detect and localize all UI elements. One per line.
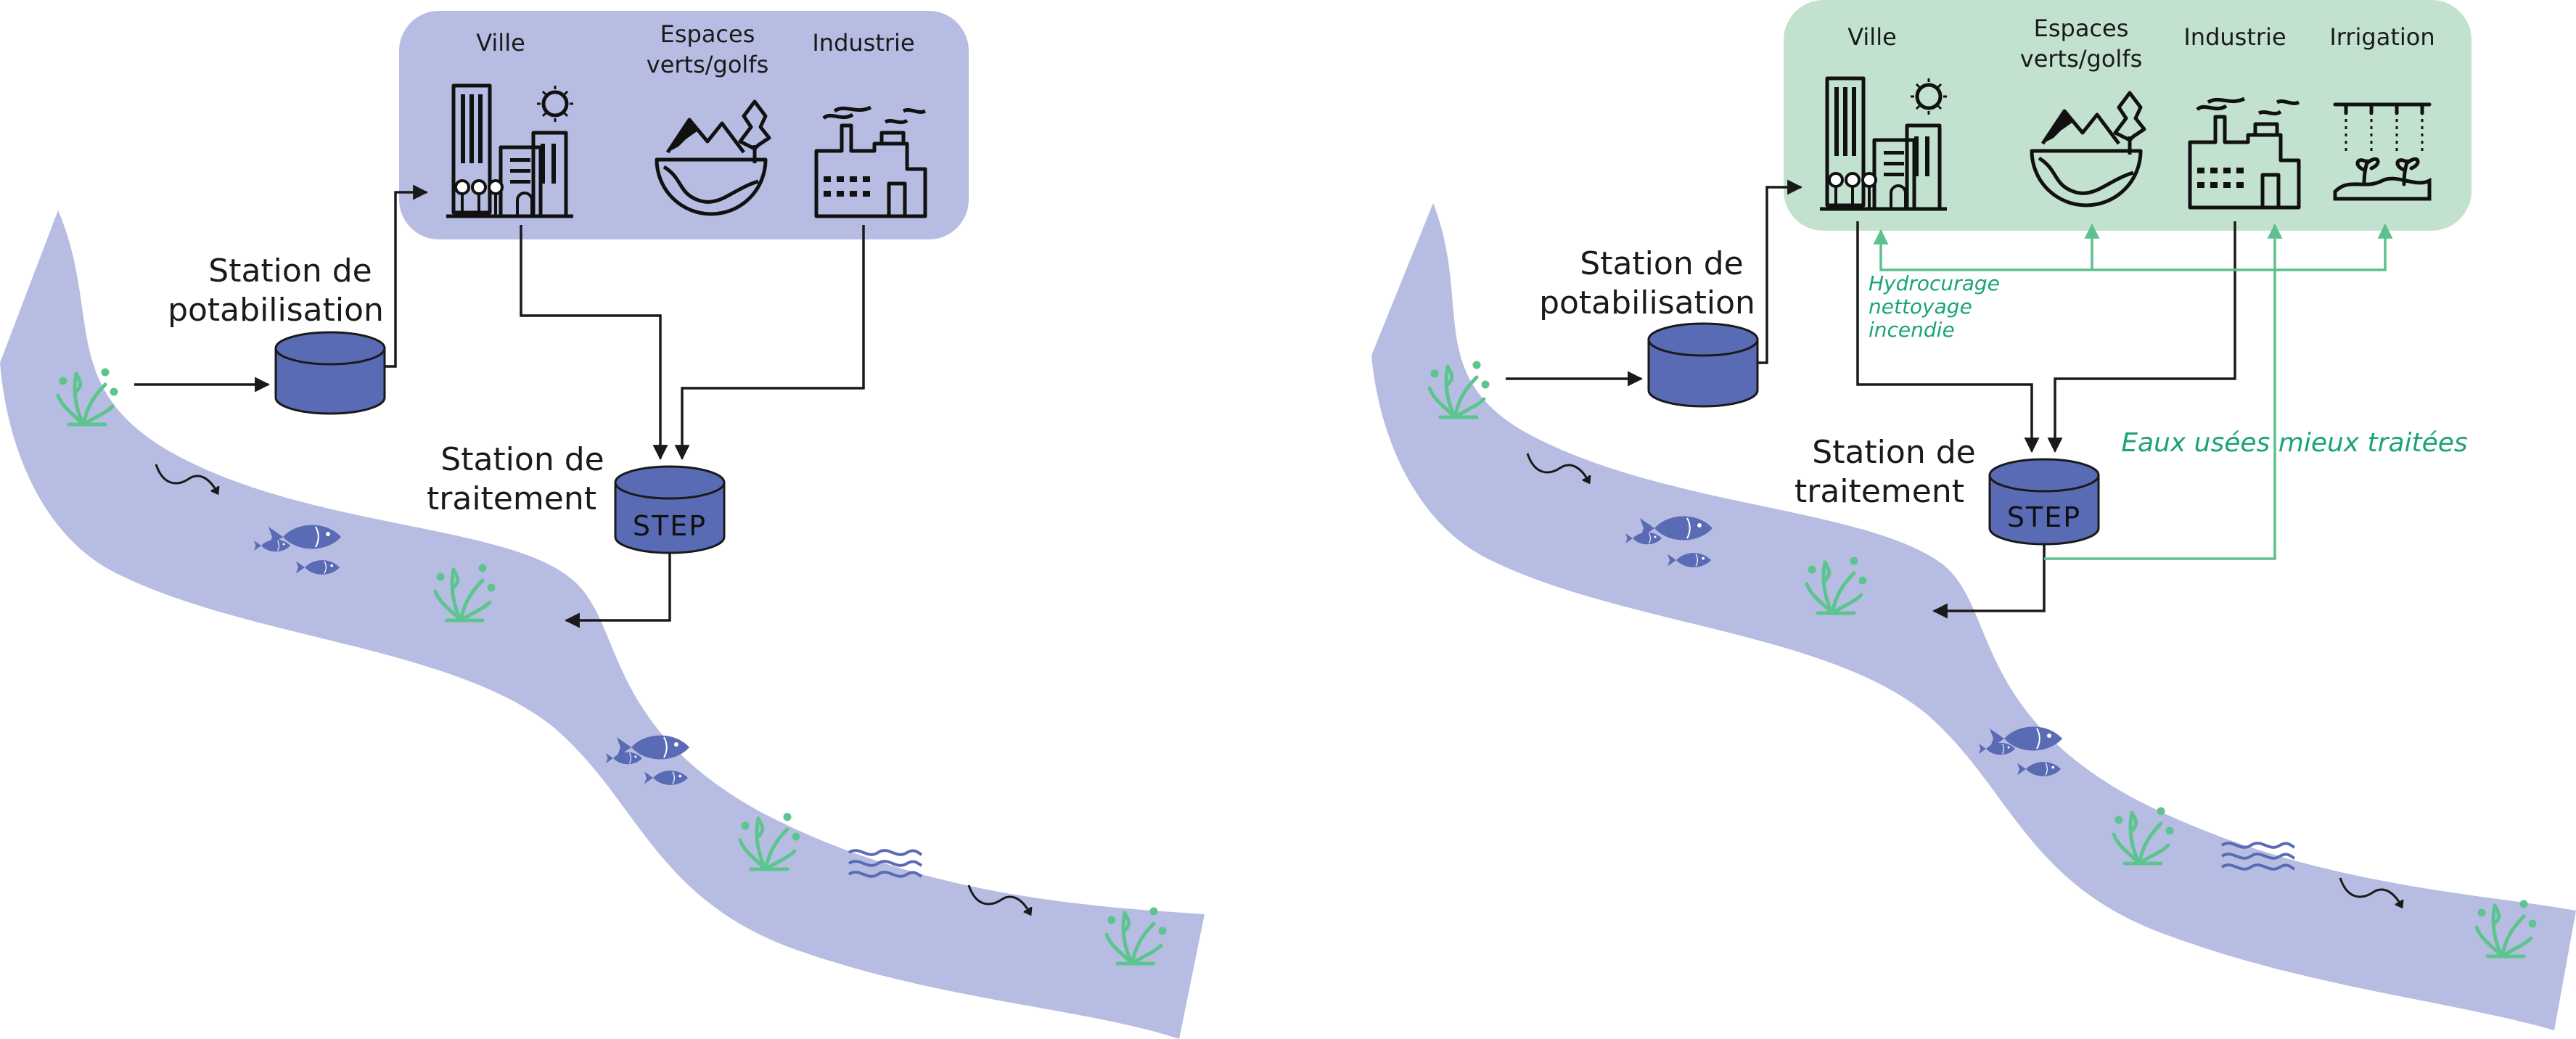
label-traitement-1: Station de xyxy=(440,441,604,478)
potabilisation-tank xyxy=(274,331,386,415)
label-potabilisation-2: potabilisation xyxy=(168,292,384,329)
arrow-step-to-river xyxy=(564,553,671,628)
reuse-flows xyxy=(1873,223,2393,560)
label-irrigation: Irrigation xyxy=(2329,23,2435,51)
step-tank xyxy=(1988,458,2100,546)
label-traitement-2: traitement xyxy=(1794,473,1964,510)
label-ville: Ville xyxy=(476,29,525,57)
label-industrie: Industrie xyxy=(2183,23,2286,51)
arrow-industry-to-step xyxy=(674,225,865,461)
label-incendie: incendie xyxy=(1869,318,1955,342)
arrow-step-to-river xyxy=(1932,544,2046,619)
arrow-step-to-industry xyxy=(2044,223,2283,560)
wave-icon xyxy=(848,849,923,878)
label-potabilisation-1: Station de xyxy=(1580,245,1743,282)
label-verts-golfs: verts/golfs xyxy=(647,51,769,78)
arrow-potabilisation-to-city xyxy=(385,184,429,368)
label-potabilisation-2: potabilisation xyxy=(1539,284,1755,321)
arrow-city-to-step xyxy=(1856,221,2040,453)
label-eaux-usees: Eaux usées mieux traitées xyxy=(2121,428,2467,458)
potabilisation-tank xyxy=(1647,322,1759,408)
step-tank xyxy=(614,465,726,554)
step-label: STEP xyxy=(2007,501,2081,533)
arrow-city-to-step-a xyxy=(520,225,668,461)
label-nettoyage: nettoyage xyxy=(1869,295,1972,319)
right-panel: Ville Espaces verts/golfs Industrie Irri… xyxy=(1371,0,2576,1030)
label-ville: Ville xyxy=(1847,23,1897,51)
label-espaces: Espaces xyxy=(660,20,755,48)
step-label: STEP xyxy=(633,510,707,542)
arrow-potabilisation-to-city xyxy=(1757,179,1803,364)
arrow-reuse-to-city xyxy=(1873,229,2275,271)
flows-right xyxy=(1506,179,2236,619)
arrow-reuse-to-irrigation xyxy=(2275,223,2393,271)
river-left xyxy=(0,210,1205,1039)
label-potabilisation-1: Station de xyxy=(208,252,372,289)
label-traitement-2: traitement xyxy=(427,480,596,517)
label-traitement-1: Station de xyxy=(1812,434,1975,471)
arrow-industry-to-step xyxy=(2047,221,2236,453)
label-verts-golfs: verts/golfs xyxy=(2020,45,2143,73)
label-espaces: Espaces xyxy=(2034,15,2129,42)
river-right xyxy=(1371,203,2576,1030)
label-industrie: Industrie xyxy=(812,29,914,57)
label-hydrocurage: Hydrocurage xyxy=(1869,271,2000,295)
flows-left xyxy=(134,184,865,628)
left-panel: Ville Espaces verts/golfs Industrie Stat… xyxy=(0,11,1205,1039)
